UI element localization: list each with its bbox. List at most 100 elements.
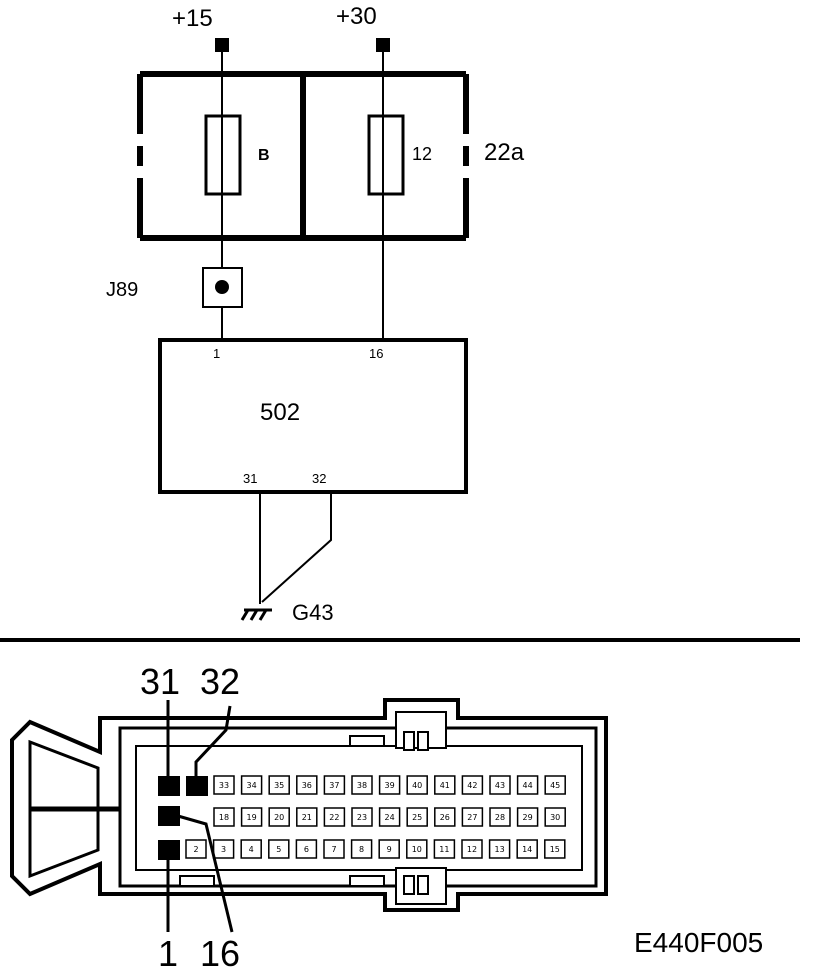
connector-body — [10, 698, 608, 912]
pin-number-row_top-0: 33 — [219, 781, 229, 790]
pin-number-row_bottom-10: 12 — [467, 845, 477, 854]
pin-cell-row_bottom-6 — [350, 839, 373, 859]
pin-number-row_top-11: 44 — [523, 781, 533, 790]
pin-number-row_middle-8: 26 — [440, 813, 450, 822]
pin-number-row_top-4: 37 — [329, 781, 339, 790]
pin-cell-row_middle-4 — [323, 807, 346, 827]
pin-cell-row_top-1 — [240, 775, 263, 795]
pin-16-label: 16 — [369, 346, 383, 361]
pin-number-row_top-6: 39 — [385, 781, 395, 790]
pin-number-row_middle-1: 19 — [247, 813, 257, 822]
pin-number-row_bottom-11: 13 — [495, 845, 505, 854]
pin-cell-row_top-10 — [489, 775, 511, 795]
pin-number-row_middle-12: 30 — [550, 813, 560, 822]
pin-32-highlight — [186, 776, 208, 796]
callout-31: 31 — [140, 661, 180, 702]
pin-number-row_top-3: 36 — [302, 781, 312, 790]
pin-cell-row_bottom-13 — [544, 839, 566, 859]
leader-16 — [177, 814, 234, 933]
supply-plus15-label: +15 — [172, 5, 213, 32]
pin-cell-row_top-9 — [461, 775, 484, 795]
pin-cell-row_middle-3 — [296, 807, 318, 827]
pin-cell-row_top-8 — [434, 775, 456, 795]
pin-1-highlight — [158, 840, 180, 860]
pin-number-row_middle-9: 27 — [467, 813, 477, 822]
pin-number-row_middle-11: 29 — [523, 813, 533, 822]
pin-cell-row_bottom-5 — [323, 839, 345, 859]
fuse-12-label: 12 — [412, 144, 432, 164]
pin-number-row_bottom-8: 10 — [412, 845, 422, 854]
control-unit-502 — [158, 338, 468, 494]
pin-number-row_bottom-3: 5 — [276, 845, 281, 854]
callout-32: 32 — [200, 661, 240, 702]
pin-number-row_bottom-7: 9 — [387, 845, 392, 854]
pin-number-row_bottom-1: 3 — [221, 845, 226, 854]
pin-cell-row_top-0 — [213, 775, 235, 795]
pin-31-label: 31 — [243, 471, 257, 486]
pin-cell-row_top-12 — [544, 775, 566, 795]
pin-number-row_middle-7: 25 — [412, 813, 422, 822]
pin-cell-row_bottom-8 — [406, 839, 428, 859]
junction-label: J89 — [106, 279, 138, 301]
callout-1: 1 — [158, 933, 178, 974]
pin-cell-row_top-6 — [378, 775, 401, 795]
pin-cell-row_top-7 — [406, 775, 428, 795]
pin-cell-row_middle-11 — [516, 807, 539, 827]
pin-number-row_bottom-4: 6 — [304, 845, 309, 854]
pin-number-row_middle-3: 21 — [302, 813, 312, 822]
pin-number-row_top-1: 34 — [247, 781, 257, 790]
terminal-plus15 — [215, 38, 229, 52]
pin-cell-row_bottom-9 — [433, 839, 456, 859]
pin-number-row_top-7: 40 — [412, 781, 422, 790]
pin-cell-row_bottom-11 — [488, 839, 511, 859]
pin-number-row_bottom-2: 4 — [249, 845, 254, 854]
callout-16: 16 — [200, 933, 240, 974]
terminal-plus30 — [376, 38, 390, 52]
pin-number-row_bottom-0: 2 — [193, 845, 198, 854]
pin-number-row_middle-10: 28 — [495, 813, 505, 822]
pin-number-row_top-9: 42 — [467, 781, 477, 790]
pin-31-highlight — [158, 776, 180, 796]
pin-cell-row_middle-7 — [406, 807, 428, 827]
junction-dot — [215, 280, 229, 294]
pin-number-row_top-12: 45 — [550, 781, 560, 790]
pin-cell-row_top-5 — [351, 775, 373, 795]
control-unit-label: 502 — [260, 399, 300, 426]
pin-number-row_middle-0: 18 — [219, 813, 229, 822]
pin-cell-row_middle-10 — [489, 807, 511, 827]
pin-cell-row_top-4 — [323, 775, 346, 795]
pin-cell-row_bottom-10 — [461, 839, 483, 859]
wire-pin32-ground — [261, 492, 332, 603]
pin-cell-row_top-3 — [296, 775, 318, 795]
pin-number-row_middle-6: 24 — [385, 813, 395, 822]
fuse-b-label: B — [258, 147, 270, 164]
pin-number-row_bottom-6: 8 — [359, 845, 364, 854]
fusebox-22a — [137, 71, 469, 241]
fusebox-label: 22a — [484, 139, 525, 166]
pin-number-row_bottom-13: 15 — [550, 845, 560, 854]
pin-number-row_middle-4: 22 — [329, 813, 339, 822]
pin-cell-row_middle-5 — [351, 807, 373, 827]
ground-symbol — [240, 608, 272, 621]
pin-cell-row_bottom-2 — [240, 839, 262, 859]
pin-1-label: 1 — [213, 346, 220, 361]
pin-number-row_top-2: 35 — [274, 781, 284, 790]
pin-cell-row_middle-6 — [378, 807, 401, 827]
fuse-12 — [367, 114, 405, 196]
pin-number-row_middle-5: 23 — [357, 813, 367, 822]
pin-cell-row_bottom-4 — [295, 839, 318, 859]
pin-cell-row_bottom-12 — [516, 839, 538, 859]
pin-number-row_bottom-9: 11 — [439, 845, 449, 854]
pin-cell-row_top-11 — [516, 775, 539, 795]
pin-number-row_top-10: 43 — [495, 781, 505, 790]
figure-code: E440F005 — [634, 927, 763, 958]
pin-number-row_bottom-5: 7 — [331, 845, 336, 854]
pin-cell-row_bottom-1 — [212, 839, 235, 859]
pin-16-highlight — [158, 806, 180, 826]
pin-cell-row_top-2 — [268, 775, 290, 795]
pin-32-label: 32 — [312, 471, 326, 486]
pin-number-row_middle-2: 20 — [274, 813, 284, 822]
pin-cell-row_bottom-7 — [378, 839, 400, 859]
pin-cell-row_middle-2 — [268, 807, 290, 827]
